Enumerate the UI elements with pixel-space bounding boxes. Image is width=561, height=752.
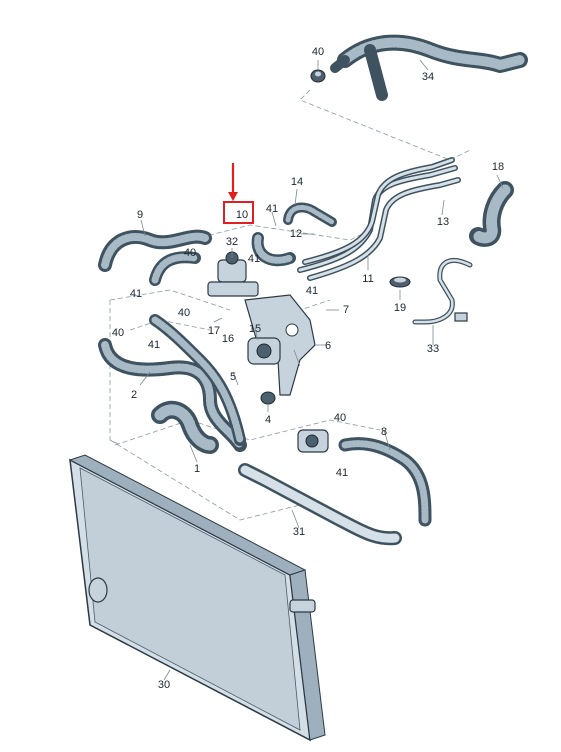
hose-2 — [98, 314, 247, 452]
callout-16: 16 — [222, 333, 234, 345]
leader-lines — [139, 59, 504, 681]
highlight-box — [223, 201, 254, 224]
callout-41-f: 41 — [336, 467, 348, 479]
callout-41-a: 41 — [266, 203, 278, 215]
clamp-40-top — [310, 69, 326, 83]
callout-41-e: 41 — [148, 339, 160, 351]
callout-40: 40 — [312, 46, 324, 58]
callout-18: 18 — [492, 161, 504, 173]
callout-41-c: 41 — [130, 288, 142, 300]
callout-34: 34 — [422, 71, 434, 83]
radiator-30 — [68, 454, 326, 742]
callout-4: 4 — [265, 414, 271, 426]
part-4 — [260, 391, 276, 405]
hose-32 — [207, 232, 296, 297]
callout-7: 7 — [343, 304, 349, 316]
clip-19 — [389, 276, 411, 288]
callout-32: 32 — [226, 236, 238, 248]
callout-30: 30 — [158, 679, 170, 691]
pipe-33 — [412, 258, 473, 325]
highlight-arrow — [228, 163, 238, 201]
callout-33: 33 — [427, 343, 439, 355]
callout-12: 12 — [290, 228, 302, 240]
callout-41-d: 41 — [306, 285, 318, 297]
callout-40-d: 40 — [112, 327, 124, 339]
callout-40-c: 40 — [178, 307, 190, 319]
callout-14: 14 — [291, 176, 303, 188]
hose-8 — [338, 437, 432, 527]
callout-31: 31 — [293, 526, 305, 538]
callout-40-e: 40 — [334, 412, 346, 424]
pipe-11 — [297, 157, 461, 281]
hose-34 — [330, 34, 528, 101]
hose-14 — [283, 202, 337, 227]
callout-1: 1 — [194, 463, 200, 475]
callout-15: 15 — [249, 323, 261, 335]
hose-18 — [469, 181, 514, 247]
callout-2: 2 — [131, 389, 137, 401]
callout-11: 11 — [362, 273, 373, 285]
callout-5: 5 — [230, 371, 236, 383]
pump-15 — [247, 337, 281, 365]
hose-9 — [98, 229, 212, 286]
callout-9: 9 — [137, 209, 143, 221]
callout-labels: 40 34 18 14 41 10 13 9 12 32 40 41 11 41… — [112, 46, 504, 691]
pipe-31 — [238, 463, 402, 546]
callout-40-b: 40 — [184, 247, 196, 259]
callout-41-b: 41 — [248, 253, 260, 265]
callout-8: 8 — [381, 426, 387, 438]
callout-19: 19 — [394, 302, 406, 314]
callout-10: 10 — [236, 209, 248, 221]
callout-6: 6 — [325, 340, 331, 352]
pump-lower — [297, 429, 329, 453]
callout-17: 17 — [208, 325, 220, 337]
hose-1 — [151, 400, 219, 454]
callout-13: 13 — [437, 216, 449, 228]
